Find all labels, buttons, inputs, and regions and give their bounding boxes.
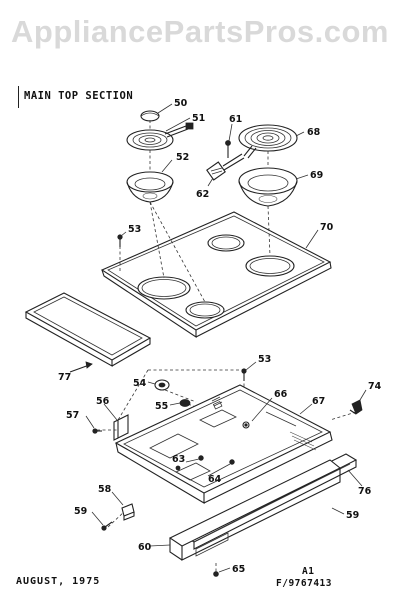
callout-58: 58: [98, 484, 112, 495]
callout-76: 76: [358, 486, 372, 497]
callout-54: 54: [133, 378, 147, 389]
callout-65: 65: [232, 564, 245, 575]
callout-67: 67: [312, 396, 325, 407]
upper-alignment-lines: [119, 120, 271, 303]
footer-date: AUGUST, 1975: [16, 576, 101, 587]
callout-61: 61: [229, 114, 242, 125]
footer-code-revision: A1: [302, 566, 315, 577]
callout-leaders: [85, 103, 367, 573]
part-60-front-panel: [168, 459, 342, 561]
part-54-clip: [154, 379, 170, 391]
section-frame-tick: [18, 86, 19, 108]
callout-55: 55: [155, 401, 168, 412]
part-51-small-element: [126, 122, 194, 151]
part-74-clip: [349, 399, 363, 415]
part-77-cover-panel: [24, 292, 152, 367]
callout-labels: 50 51 52 53 61 62 68 69 70 77 53 54 55 5…: [58, 98, 382, 575]
callout-68: 68: [307, 127, 321, 138]
callout-59-left: 59: [74, 506, 87, 517]
callout-64: 64: [208, 474, 222, 485]
part-55-nut: [179, 399, 191, 407]
part-52-small-drip-bowl: [126, 171, 174, 203]
footer-code: A1 F/9767413: [276, 566, 332, 590]
callout-62: 62: [196, 189, 209, 200]
part-53-screw-lower: [241, 368, 247, 381]
callout-59-right: 59: [346, 510, 359, 521]
callout-63: 63: [172, 454, 185, 465]
part-53-screw-upper: [117, 234, 123, 247]
footer-code-part-number: F/9767413: [276, 578, 332, 589]
site-watermark: AppliancePartsPros.com: [11, 14, 389, 49]
callout-77: 77: [58, 372, 71, 383]
callout-51: 51: [192, 113, 205, 124]
part-65-screw: [213, 571, 219, 577]
callout-53-lower: 53: [258, 354, 271, 365]
part-68-large-element: [238, 124, 298, 159]
callout-50: 50: [174, 98, 188, 109]
part-67-burner-box: [114, 384, 333, 504]
callout-52: 52: [176, 152, 189, 163]
callout-56: 56: [96, 396, 110, 407]
part-58-spacer: [121, 503, 135, 521]
callout-53-upper: 53: [128, 224, 141, 235]
part-61-screw: [225, 140, 231, 158]
part-69-large-drip-bowl: [238, 167, 298, 207]
callout-70: 70: [320, 222, 334, 233]
callout-66: 66: [274, 389, 288, 400]
callout-74: 74: [368, 381, 382, 392]
callout-57: 57: [66, 410, 79, 421]
part-56-bracket: [113, 414, 129, 441]
part-77-arrow: [85, 361, 93, 369]
part-50-cap: [140, 110, 160, 122]
part-57-screw: [92, 428, 102, 434]
section-title: MAIN TOP SECTION: [24, 90, 134, 102]
part-70-cooktop-panel: [100, 211, 332, 339]
part-59-screw-left: [101, 521, 113, 531]
part-62-terminal-block: [206, 153, 245, 181]
callout-60: 60: [138, 542, 152, 553]
callout-69: 69: [310, 170, 323, 181]
